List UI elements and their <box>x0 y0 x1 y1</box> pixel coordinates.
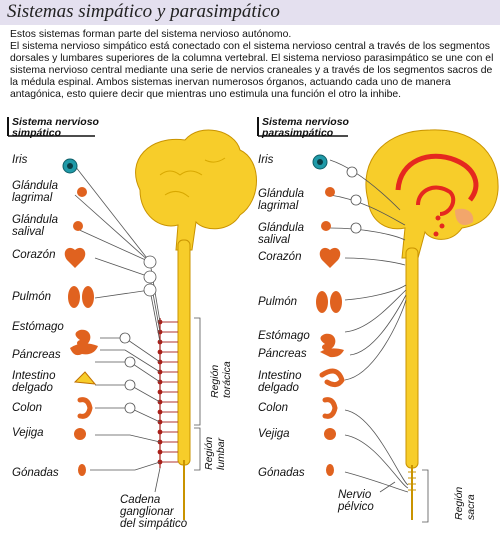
label-intestine-right-1: Intestino <box>258 370 302 382</box>
page-title: Sistemas simpático y parasimpático <box>7 1 280 22</box>
label-lung-left: Pulmón <box>12 291 51 303</box>
label-pancreas-left: Páncreas <box>12 349 61 361</box>
intestine-icon-left <box>73 371 97 385</box>
label-colon-left: Colon <box>12 402 42 414</box>
parasympathetic-panel: Sistema nervioso parasimpático <box>257 116 499 523</box>
region-lumbar-1: Región <box>203 437 215 470</box>
bladder-icon-right <box>324 428 336 440</box>
label-lacrimal-right-2: lagrimal <box>258 200 299 212</box>
label-intestine-left-1: Intestino <box>12 370 56 382</box>
sympathetic-header-1: Sistema nervioso <box>12 116 100 128</box>
label-salivary-left-1: Glándula <box>12 214 58 226</box>
label-intestine-left-2: delgado <box>12 382 54 394</box>
chain-label-3: del simpático <box>120 518 188 530</box>
label-stomach-right: Estómago <box>258 330 310 342</box>
bladder-icon-left <box>74 428 86 440</box>
heart-icon-left <box>64 247 86 268</box>
label-bladder-left: Vejiga <box>12 427 44 439</box>
label-bladder-right: Vejiga <box>258 428 290 440</box>
brain-left <box>135 129 257 251</box>
label-pancreas-right: Páncreas <box>258 348 307 360</box>
label-salivary-right-2: salival <box>258 234 290 246</box>
heart-icon-right <box>319 247 341 268</box>
intro-line-1: Estos sistemas forman parte del sistema … <box>10 29 292 40</box>
spinal-cord-left <box>177 239 191 466</box>
label-intestine-right-2: delgado <box>258 382 300 394</box>
label-lacrimal-left-1: Glándula <box>12 180 58 192</box>
chain-label-1: Cadena <box>120 494 160 506</box>
label-lacrimal-right-1: Glándula <box>258 188 304 200</box>
label-stomach-left: Estómago <box>12 321 64 333</box>
pancreas-icon-left <box>70 343 98 356</box>
parasympathetic-header-1: Sistema nervioso <box>262 116 350 128</box>
lungs-icon-left <box>68 286 94 308</box>
gonads-icon-right <box>326 464 334 476</box>
brain-right <box>365 129 499 259</box>
region-lumbar-2: lumbar <box>215 437 227 470</box>
label-heart-left: Corazón <box>12 249 55 261</box>
pelvic-nerve-label-1: Nervio <box>338 489 372 501</box>
sympathetic-panel: Sistema nervioso simpático <box>7 116 257 530</box>
label-salivary-right-1: Glándula <box>258 222 304 234</box>
label-lacrimal-left-2: lagrimal <box>12 192 53 204</box>
label-heart-right: Corazón <box>258 251 301 263</box>
stomach-icon-left <box>75 329 91 347</box>
parasympathetic-header-2: parasimpático <box>261 127 334 139</box>
region-thoracic-1: Región <box>209 365 221 398</box>
stomach-icon-right <box>320 333 336 351</box>
title-bar <box>0 0 500 25</box>
lacrimal-gland-icon-right <box>325 187 335 197</box>
sympathetic-header-2: simpático <box>12 127 62 139</box>
spinal-cord-right <box>405 247 419 469</box>
salivary-gland-icon-left <box>73 221 83 231</box>
intro-text: Estos sistemas forman parte del sistema … <box>10 29 494 101</box>
pancreas-icon-right <box>320 348 344 358</box>
colon-icon-right <box>322 397 338 419</box>
label-salivary-left-2: salival <box>12 226 44 238</box>
lungs-icon-right <box>316 291 342 313</box>
region-sacral-2: sacra <box>465 494 477 520</box>
label-colon-right: Colon <box>258 402 288 414</box>
label-gonads-right: Gónadas <box>258 467 305 479</box>
chain-label-2: ganglionar <box>120 506 175 518</box>
colon-icon-left <box>77 397 93 419</box>
lacrimal-gland-icon-left <box>77 187 87 197</box>
gonads-icon-left <box>78 464 86 476</box>
label-iris-left: Iris <box>12 154 28 166</box>
pelvic-nerve-label-2: pélvico <box>337 501 374 513</box>
region-thoracic-2: torácica <box>221 361 233 398</box>
label-iris-right: Iris <box>258 154 274 166</box>
label-lung-right: Pulmón <box>258 296 297 308</box>
intestine-icon-right <box>319 368 345 388</box>
region-sacral-1: Región <box>453 487 465 520</box>
salivary-gland-icon-right <box>321 221 331 231</box>
intro-line-2: El sistema nervioso simpático está conec… <box>10 41 494 100</box>
label-gonads-left: Gónadas <box>12 467 59 479</box>
